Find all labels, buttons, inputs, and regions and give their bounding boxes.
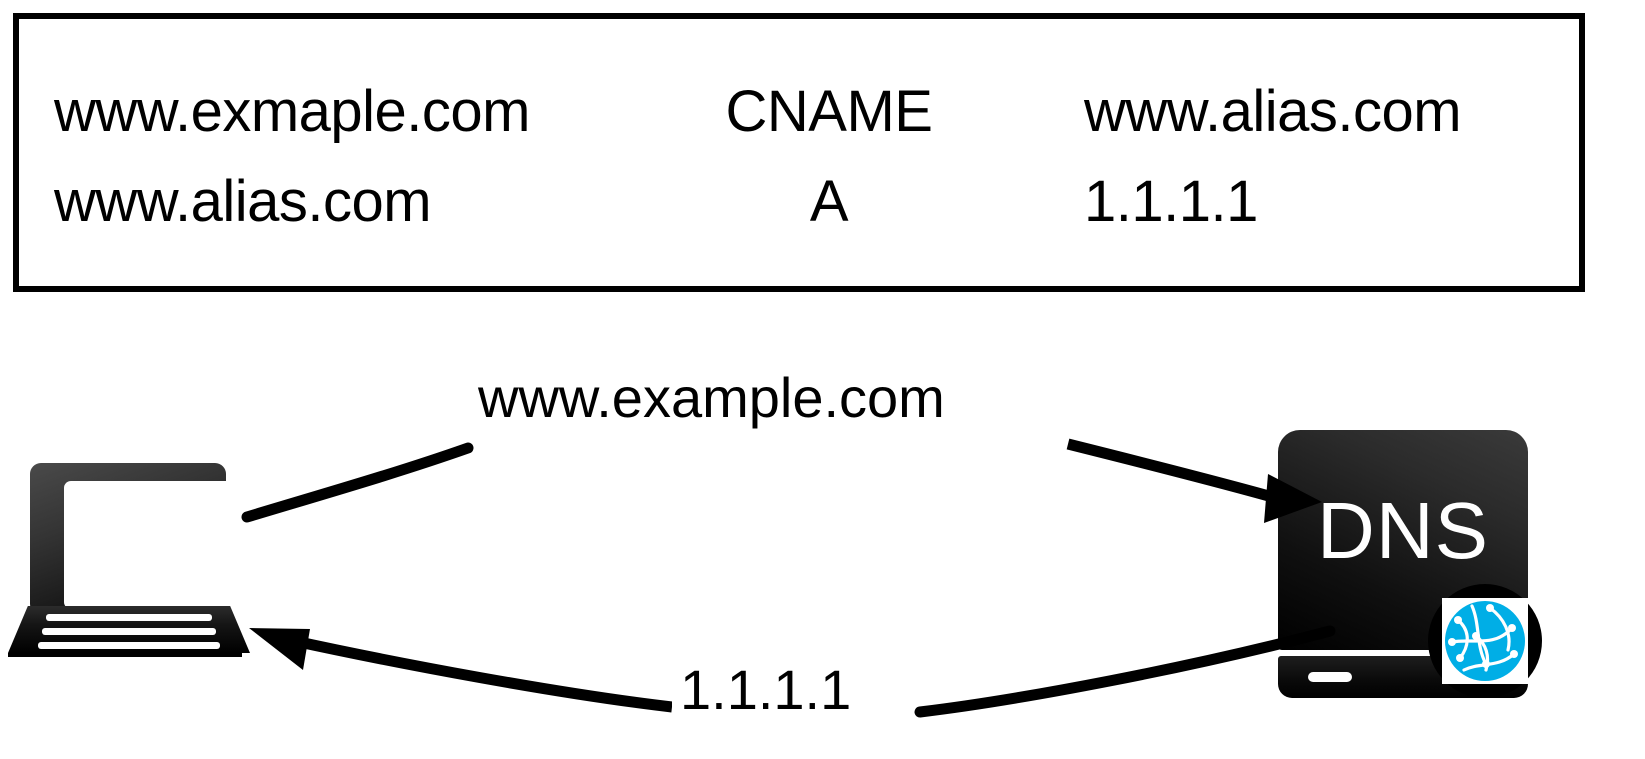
query-arrow-tail: [241, 442, 474, 523]
response-label: 1.1.1.1: [672, 660, 860, 720]
keyboard-row: [38, 642, 220, 649]
laptop-foot: [8, 653, 242, 657]
keyboard-row: [42, 628, 216, 635]
laptop-lid: [30, 463, 236, 615]
laptop-icon: [8, 458, 250, 667]
keyboard-row: [46, 614, 212, 621]
record-value: www.alias.com: [1084, 79, 1462, 144]
laptop-screen: [64, 481, 236, 609]
response-arrowhead: [249, 628, 310, 670]
dns-record-table: www.exmaple.com CNAME www.alias.com www.…: [13, 13, 1585, 292]
query-arrow-line: [1066, 438, 1285, 506]
dns-server-icon: DNS: [1278, 430, 1542, 698]
record-type: A: [809, 169, 849, 234]
server-label: DNS: [1317, 486, 1489, 575]
query-label: www.example.com: [470, 368, 953, 428]
record-type: CNAME: [725, 79, 933, 144]
response-arrow-tail: [914, 625, 1336, 718]
record-value: 1.1.1.1: [1084, 169, 1258, 234]
globe-network-icon: [1428, 584, 1542, 698]
response-arrow-line: [288, 634, 673, 713]
table-row: www.alias.com A 1.1.1.1: [19, 171, 1579, 233]
table-row: www.exmaple.com CNAME www.alias.com: [19, 81, 1579, 143]
record-name: www.exmaple.com: [54, 79, 530, 144]
server-base-pill: [1308, 672, 1352, 682]
record-name: www.alias.com: [54, 169, 432, 234]
